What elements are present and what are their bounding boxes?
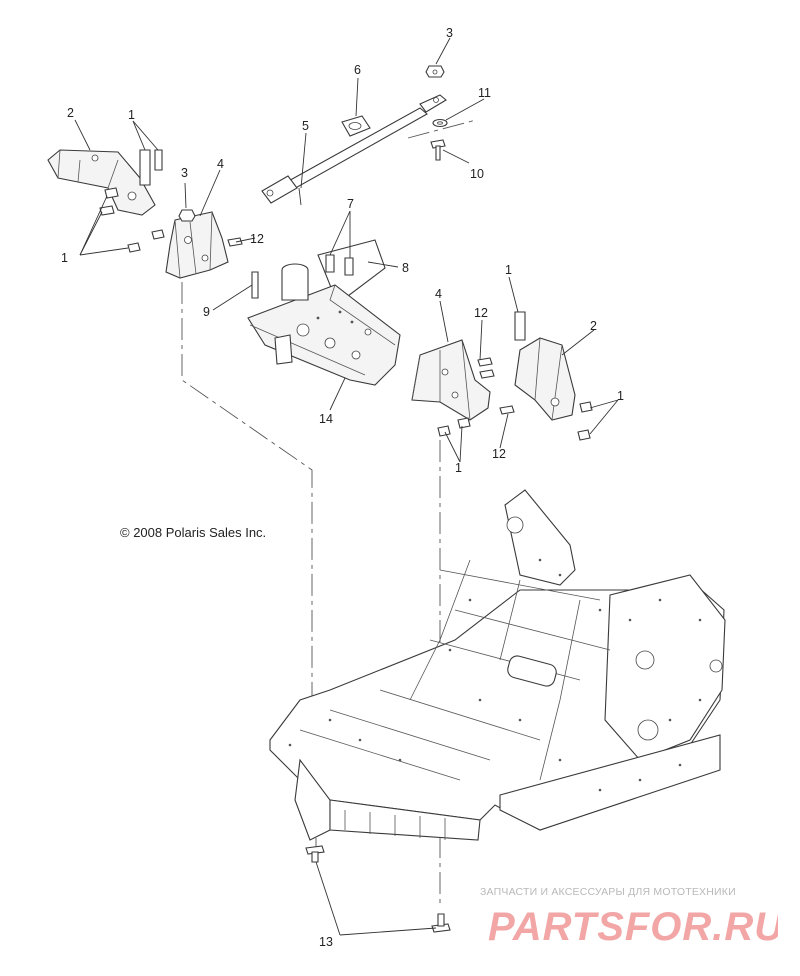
callout-3-left: 3 (181, 166, 188, 180)
nut-top (425, 65, 445, 78)
callout-10: 10 (470, 167, 484, 181)
svg-text:PARTSFOR.RU: PARTSFOR.RU (488, 905, 778, 949)
steering-post-housing (247, 263, 401, 386)
callout-1-right-top: 1 (505, 263, 512, 277)
left-mount-plate (165, 209, 243, 279)
callout-9: 9 (203, 305, 210, 319)
right-steering-bracket (514, 311, 593, 441)
partsfor-logo: PARTSFOR.RU (488, 905, 778, 949)
copyright-notice: © 2008 Polaris Sales Inc. (120, 525, 266, 540)
callout-1-right-bottom: 1 (455, 461, 462, 475)
callout-2-right: 2 (590, 319, 597, 333)
callout-1-left-bottom: 1 (61, 251, 68, 265)
callout-5: 5 (302, 119, 309, 133)
cover-plate (317, 239, 386, 297)
callout-3-top: 3 (446, 26, 453, 40)
callout-8: 8 (402, 261, 409, 275)
right-mount-plate (411, 339, 515, 437)
washer-and-bolt (407, 118, 477, 161)
callout-11: 11 (478, 86, 491, 100)
leader-lines (74, 37, 619, 936)
chassis-frame (269, 489, 726, 841)
frame-holes (288, 558, 702, 792)
watermark-subtitle: ЗАПЧАСТИ И АКСЕССУАРЫ ДЛЯ МОТОТЕХНИКИ (480, 886, 736, 898)
callout-12-right-top: 12 (474, 306, 488, 320)
callout-6: 6 (354, 63, 361, 77)
callout-7: 7 (347, 197, 354, 211)
callout-4-right: 4 (435, 287, 442, 301)
callout-14: 14 (319, 412, 333, 426)
callout-4-left: 4 (217, 157, 224, 171)
callout-labels: 3 6 11 5 10 2 1 3 4 1 12 7 8 9 14 4 12 1… (61, 26, 624, 949)
watermark: ЗАПЧАСТИ И АКСЕССУАРЫ ДЛЯ МОТОТЕХНИКИ PA… (480, 886, 790, 949)
callout-1-right: 1 (617, 389, 624, 403)
callout-2-left: 2 (67, 106, 74, 120)
bottom-bolts (305, 845, 451, 933)
callout-12-left: 12 (250, 232, 264, 246)
callout-1-left-top: 1 (128, 108, 135, 122)
steering-tie-rod (261, 94, 447, 206)
callout-12-right-bottom: 12 (492, 447, 506, 461)
callout-13: 13 (319, 935, 333, 949)
left-steering-bracket (47, 149, 165, 253)
